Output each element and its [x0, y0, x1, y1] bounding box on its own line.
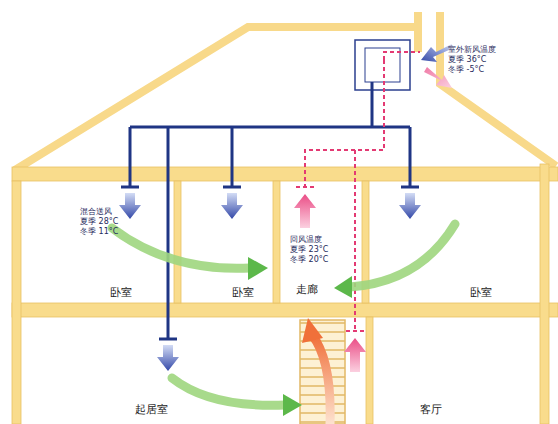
supply-temp-winter: 冬季 11°C — [80, 227, 118, 236]
stair-airflow — [312, 335, 330, 424]
heat-exchanger — [365, 48, 400, 82]
room-name: 客厅 — [420, 404, 442, 417]
ventilation-unit — [355, 40, 410, 90]
stair-airflow-head — [302, 318, 323, 343]
roof — [15, 12, 556, 170]
room-name: 卧室 — [110, 287, 132, 300]
room-name: 卧室 — [232, 287, 254, 300]
airflow-arrows — [112, 224, 455, 405]
outdoor-temp-winter: 冬季 -5°C — [448, 65, 484, 74]
airflow-heads — [248, 257, 352, 416]
outdoor-temp-title: 室外新风温度 — [448, 45, 496, 54]
outdoor-temp-summer: 夏季 36°C — [448, 55, 486, 64]
return-temp-winter: 冬季 20°C — [290, 255, 328, 264]
room-name: 走廊 — [296, 284, 318, 297]
supply-ducts — [121, 82, 419, 339]
fresh-air-arrow — [421, 44, 452, 62]
supply-temp-summer: 夏季 28°C — [80, 217, 118, 226]
return-temp-title: 回风温度 — [290, 235, 322, 244]
supply-temp-title: 混合送风 — [80, 207, 112, 216]
walls — [12, 164, 558, 424]
room-name: 起居室 — [135, 404, 168, 417]
exhaust-arrow — [424, 67, 452, 88]
return-temp-summer: 夏季 23°C — [290, 245, 328, 254]
room-name: 卧室 — [470, 287, 492, 300]
